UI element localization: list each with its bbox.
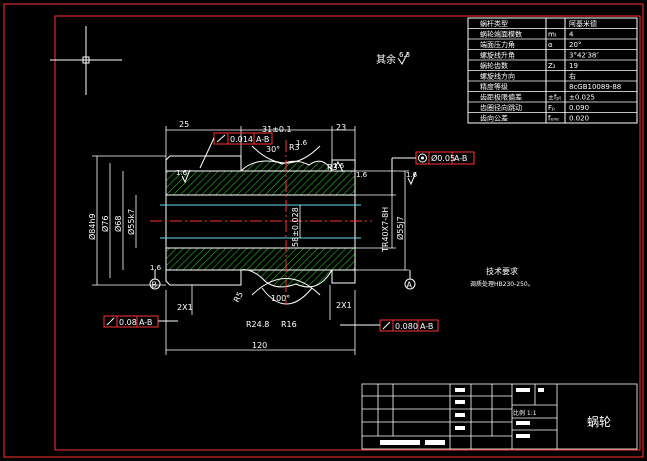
dim-angle-top: 30° bbox=[266, 145, 280, 154]
dim-phi55k7: Ø55k7 bbox=[126, 209, 136, 235]
param-name: 蜗杆类型 bbox=[480, 19, 508, 28]
param-name: 蜗轮齿数 bbox=[480, 61, 508, 70]
runout-arrow-icon bbox=[106, 317, 115, 326]
dim-phi84: Ø84h9 bbox=[87, 213, 97, 240]
dim-r3-top: R3 bbox=[289, 143, 300, 152]
svg-text:A-B: A-B bbox=[256, 135, 269, 144]
param-name: 齿向公差 bbox=[480, 114, 508, 123]
dim-phi55j7: Ø55j7 bbox=[395, 216, 405, 240]
svg-text:0.014: 0.014 bbox=[230, 135, 253, 144]
part-section bbox=[150, 140, 372, 305]
concentricity-icon bbox=[418, 153, 427, 163]
runout-arrow-icon bbox=[382, 321, 391, 330]
param-value: 4 bbox=[569, 31, 574, 39]
param-name: 蜗轮端面模数 bbox=[480, 30, 522, 39]
title-block bbox=[361, 383, 638, 450]
dim-angle-100: 100° bbox=[271, 294, 290, 303]
dim-phi76: Ø76 bbox=[100, 216, 110, 232]
roughness-4: 1.6 bbox=[150, 264, 162, 272]
svg-text:0.080: 0.080 bbox=[395, 322, 418, 331]
param-value: 8cGB10089-88 bbox=[569, 83, 621, 91]
dim-120: 120 bbox=[252, 341, 267, 350]
param-name: 端面压力角 bbox=[480, 40, 515, 49]
param-value: 19 bbox=[569, 62, 578, 70]
param-value: 20° bbox=[569, 41, 581, 49]
param-value: 右 bbox=[569, 72, 576, 81]
roughness-3: 1.6 bbox=[333, 162, 345, 170]
dim-chamfer-right: 2X1 bbox=[336, 301, 352, 310]
svg-text:A: A bbox=[407, 281, 413, 290]
tech-req-title: 技术要求 bbox=[486, 266, 518, 276]
param-symbol: α bbox=[548, 41, 553, 49]
svg-text:0.08: 0.08 bbox=[119, 318, 137, 327]
dim-23: 23 bbox=[336, 123, 346, 132]
svg-text:A-B: A-B bbox=[454, 154, 467, 163]
surface-finish-rest: 其余 6.3 bbox=[376, 51, 410, 66]
roughness-symbol-icon bbox=[397, 51, 409, 65]
tech-req-line1: 调质处理HB230-250。 bbox=[470, 280, 534, 288]
param-value: ±0.025 bbox=[569, 94, 595, 102]
tolerance-runout-bottom-right: 0.080 A-B bbox=[340, 319, 439, 332]
param-name: 齿距极限偏差 bbox=[480, 93, 522, 102]
param-value: 0.020 bbox=[569, 115, 589, 123]
tolerance-runout-top: 0.014 A-B bbox=[199, 132, 273, 169]
dim-r3-right: R3 bbox=[327, 163, 338, 172]
roughness-5: 1.6 bbox=[296, 139, 308, 147]
param-name: 螺旋线升角 bbox=[480, 51, 515, 60]
dim-phi68: Ø68 bbox=[113, 216, 123, 232]
tolerance-concentric: Ø0.05 A-B bbox=[391, 151, 475, 195]
param-symbol: fₑₙₑ bbox=[548, 115, 559, 123]
rest-value: 6.3 bbox=[399, 51, 410, 59]
param-symbol: mₜ bbox=[548, 31, 557, 39]
dim-chamfer-left: 2X1 bbox=[177, 303, 193, 312]
roughness-6: 1.6 bbox=[356, 171, 368, 179]
runout-arrow-icon bbox=[216, 134, 226, 143]
param-symbol: Z₂ bbox=[548, 62, 556, 70]
crosshair-cursor-icon bbox=[50, 26, 122, 95]
dim-25: 25 bbox=[179, 120, 189, 129]
roughness-1: 1.6 bbox=[176, 169, 188, 177]
roughness-symbols: 1.6 1.6 1.6 1.6 1.6 1.6 bbox=[150, 139, 418, 272]
dim-31: 31±0.1 bbox=[262, 125, 292, 134]
param-name: 精度等级 bbox=[480, 82, 508, 91]
dim-bore: 58±0.028 bbox=[291, 207, 300, 247]
svg-text:A-B: A-B bbox=[420, 322, 433, 331]
rest-label: 其余 bbox=[376, 53, 396, 66]
tech-requirements: 技术要求 调质处理HB230-250。 bbox=[470, 266, 534, 288]
dim-r248: R24.8 bbox=[246, 320, 269, 329]
drawing-name: 蜗轮 bbox=[587, 414, 611, 429]
dimension-lines bbox=[92, 126, 409, 355]
param-value: 3°42′38″ bbox=[569, 52, 599, 60]
param-symbol: Fₚ bbox=[548, 104, 555, 112]
dim-tr-thread: TR40X7-8H bbox=[381, 207, 390, 253]
datum-a: A bbox=[404, 270, 416, 290]
roughness-2: 1.6 bbox=[406, 171, 418, 179]
svg-text:Ø0.05: Ø0.05 bbox=[431, 153, 455, 163]
tolerance-runout-bottom-left: 0.08 A-B bbox=[103, 315, 178, 328]
dim-r16: R16 bbox=[281, 320, 297, 329]
param-name: 螺旋线方向 bbox=[480, 72, 515, 81]
param-name: 齿圈径向跳动 bbox=[480, 103, 522, 112]
inner-frame bbox=[54, 15, 641, 451]
title-block-stamps bbox=[380, 388, 544, 445]
svg-text:A-B: A-B bbox=[139, 318, 152, 327]
dimension-texts: 25 31±0.1 23 120 Ø84h9 Ø76 Ø68 Ø55k7 Ø55… bbox=[87, 120, 405, 350]
datum-b: B bbox=[149, 270, 161, 290]
svg-text:B: B bbox=[152, 281, 158, 290]
dim-r5: R5 bbox=[232, 290, 245, 304]
param-value: 阿基米德 bbox=[569, 19, 597, 28]
title-block-scale: 比例 1:1 bbox=[513, 409, 537, 417]
param-value: 0.090 bbox=[569, 104, 589, 112]
param-symbol: ±fₚₜ bbox=[548, 94, 561, 102]
outer-border bbox=[3, 3, 644, 458]
